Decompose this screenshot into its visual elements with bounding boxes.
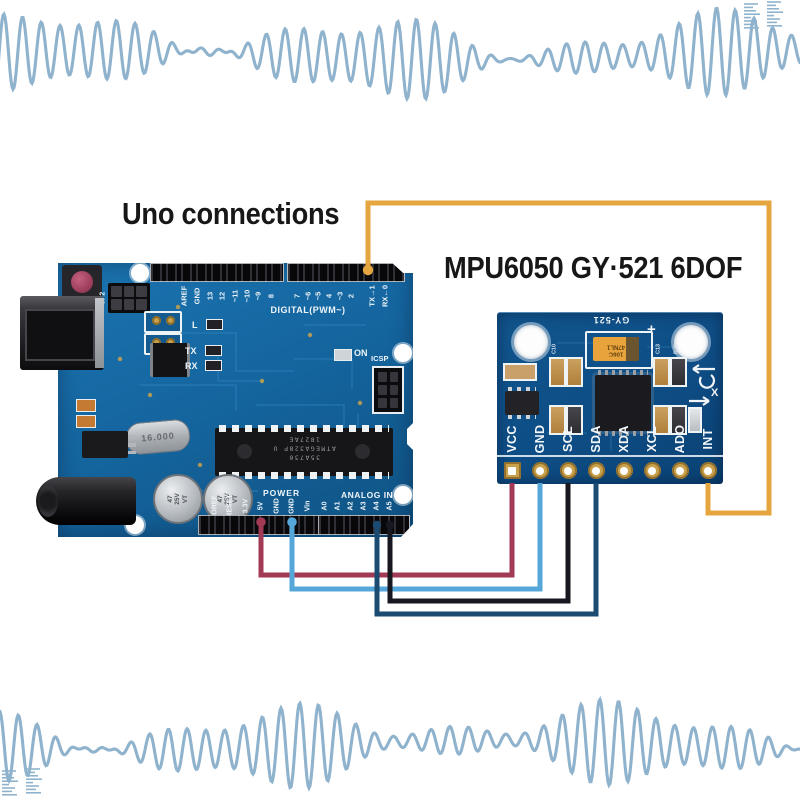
voltage-regulator: [82, 431, 136, 458]
smd-component: [76, 399, 96, 412]
usb-interface-chip: [150, 343, 190, 377]
uno-connections-title: Uno connections: [122, 196, 340, 231]
wire-a5-to-scl: [387, 483, 571, 604]
led-rx-label: RX: [185, 361, 198, 371]
analog-pin-label: A5: [386, 501, 394, 511]
analog-pin-label: A1: [334, 501, 342, 511]
on-label: ON: [354, 348, 368, 358]
reset-button-cap: [71, 271, 93, 293]
gy521-pin-pad: [503, 462, 521, 479]
jp2-header: [108, 283, 150, 313]
smd-component: [76, 415, 96, 428]
reset-button: [62, 265, 102, 299]
digital-header-left: [150, 263, 284, 282]
chip-dimple: [237, 444, 252, 459]
gy521-pin-pad: [643, 462, 661, 479]
power-led: [334, 349, 352, 361]
usb-b-connector: [20, 296, 104, 370]
digital-port-label: DIGITAL(PWM~): [270, 305, 346, 315]
mounting-hole: [131, 264, 149, 282]
led-tx-label: TX: [185, 346, 197, 356]
signal-waveform: [0, 696, 800, 792]
atmega328p-chip: 35A730 ATMEGA328P U 1827AE: [215, 425, 393, 479]
led-l-label: L: [192, 320, 198, 330]
analog-header: [318, 515, 410, 535]
mpu6050-title: MPU6050 GY·521 6DOF: [444, 250, 743, 285]
gy521-pin-pads: [497, 313, 723, 484]
electrolytic-capacitor: 47 25V VT: [153, 474, 203, 524]
analog-pin-label: A3: [360, 501, 368, 511]
gy521-pin-pad: [699, 462, 717, 479]
usb-opening: [25, 309, 95, 361]
usb-metal-band: [95, 298, 104, 368]
dc-power-jack: [36, 477, 136, 525]
gy521-pin-pad: [671, 462, 689, 479]
gy521-pin-pad: [559, 462, 577, 479]
analog-pin-label: A0: [321, 501, 329, 511]
gy521-pin-pad: [587, 462, 605, 479]
led-tx: [205, 345, 222, 356]
gy521-pin-pad: [615, 462, 633, 479]
gold-pad-group: [144, 311, 182, 333]
signal-waveform: [0, 6, 800, 103]
analog-pin-label: A4: [373, 501, 381, 511]
gy521-board: GY-521 + 106C 47NL1 C10 C13 R20: [497, 312, 723, 484]
gy521-pin-pad: [531, 462, 549, 479]
analog-pin-label: A2: [347, 501, 355, 511]
power-header: [198, 515, 324, 535]
led-rx: [205, 360, 222, 371]
led-l: [206, 319, 223, 330]
